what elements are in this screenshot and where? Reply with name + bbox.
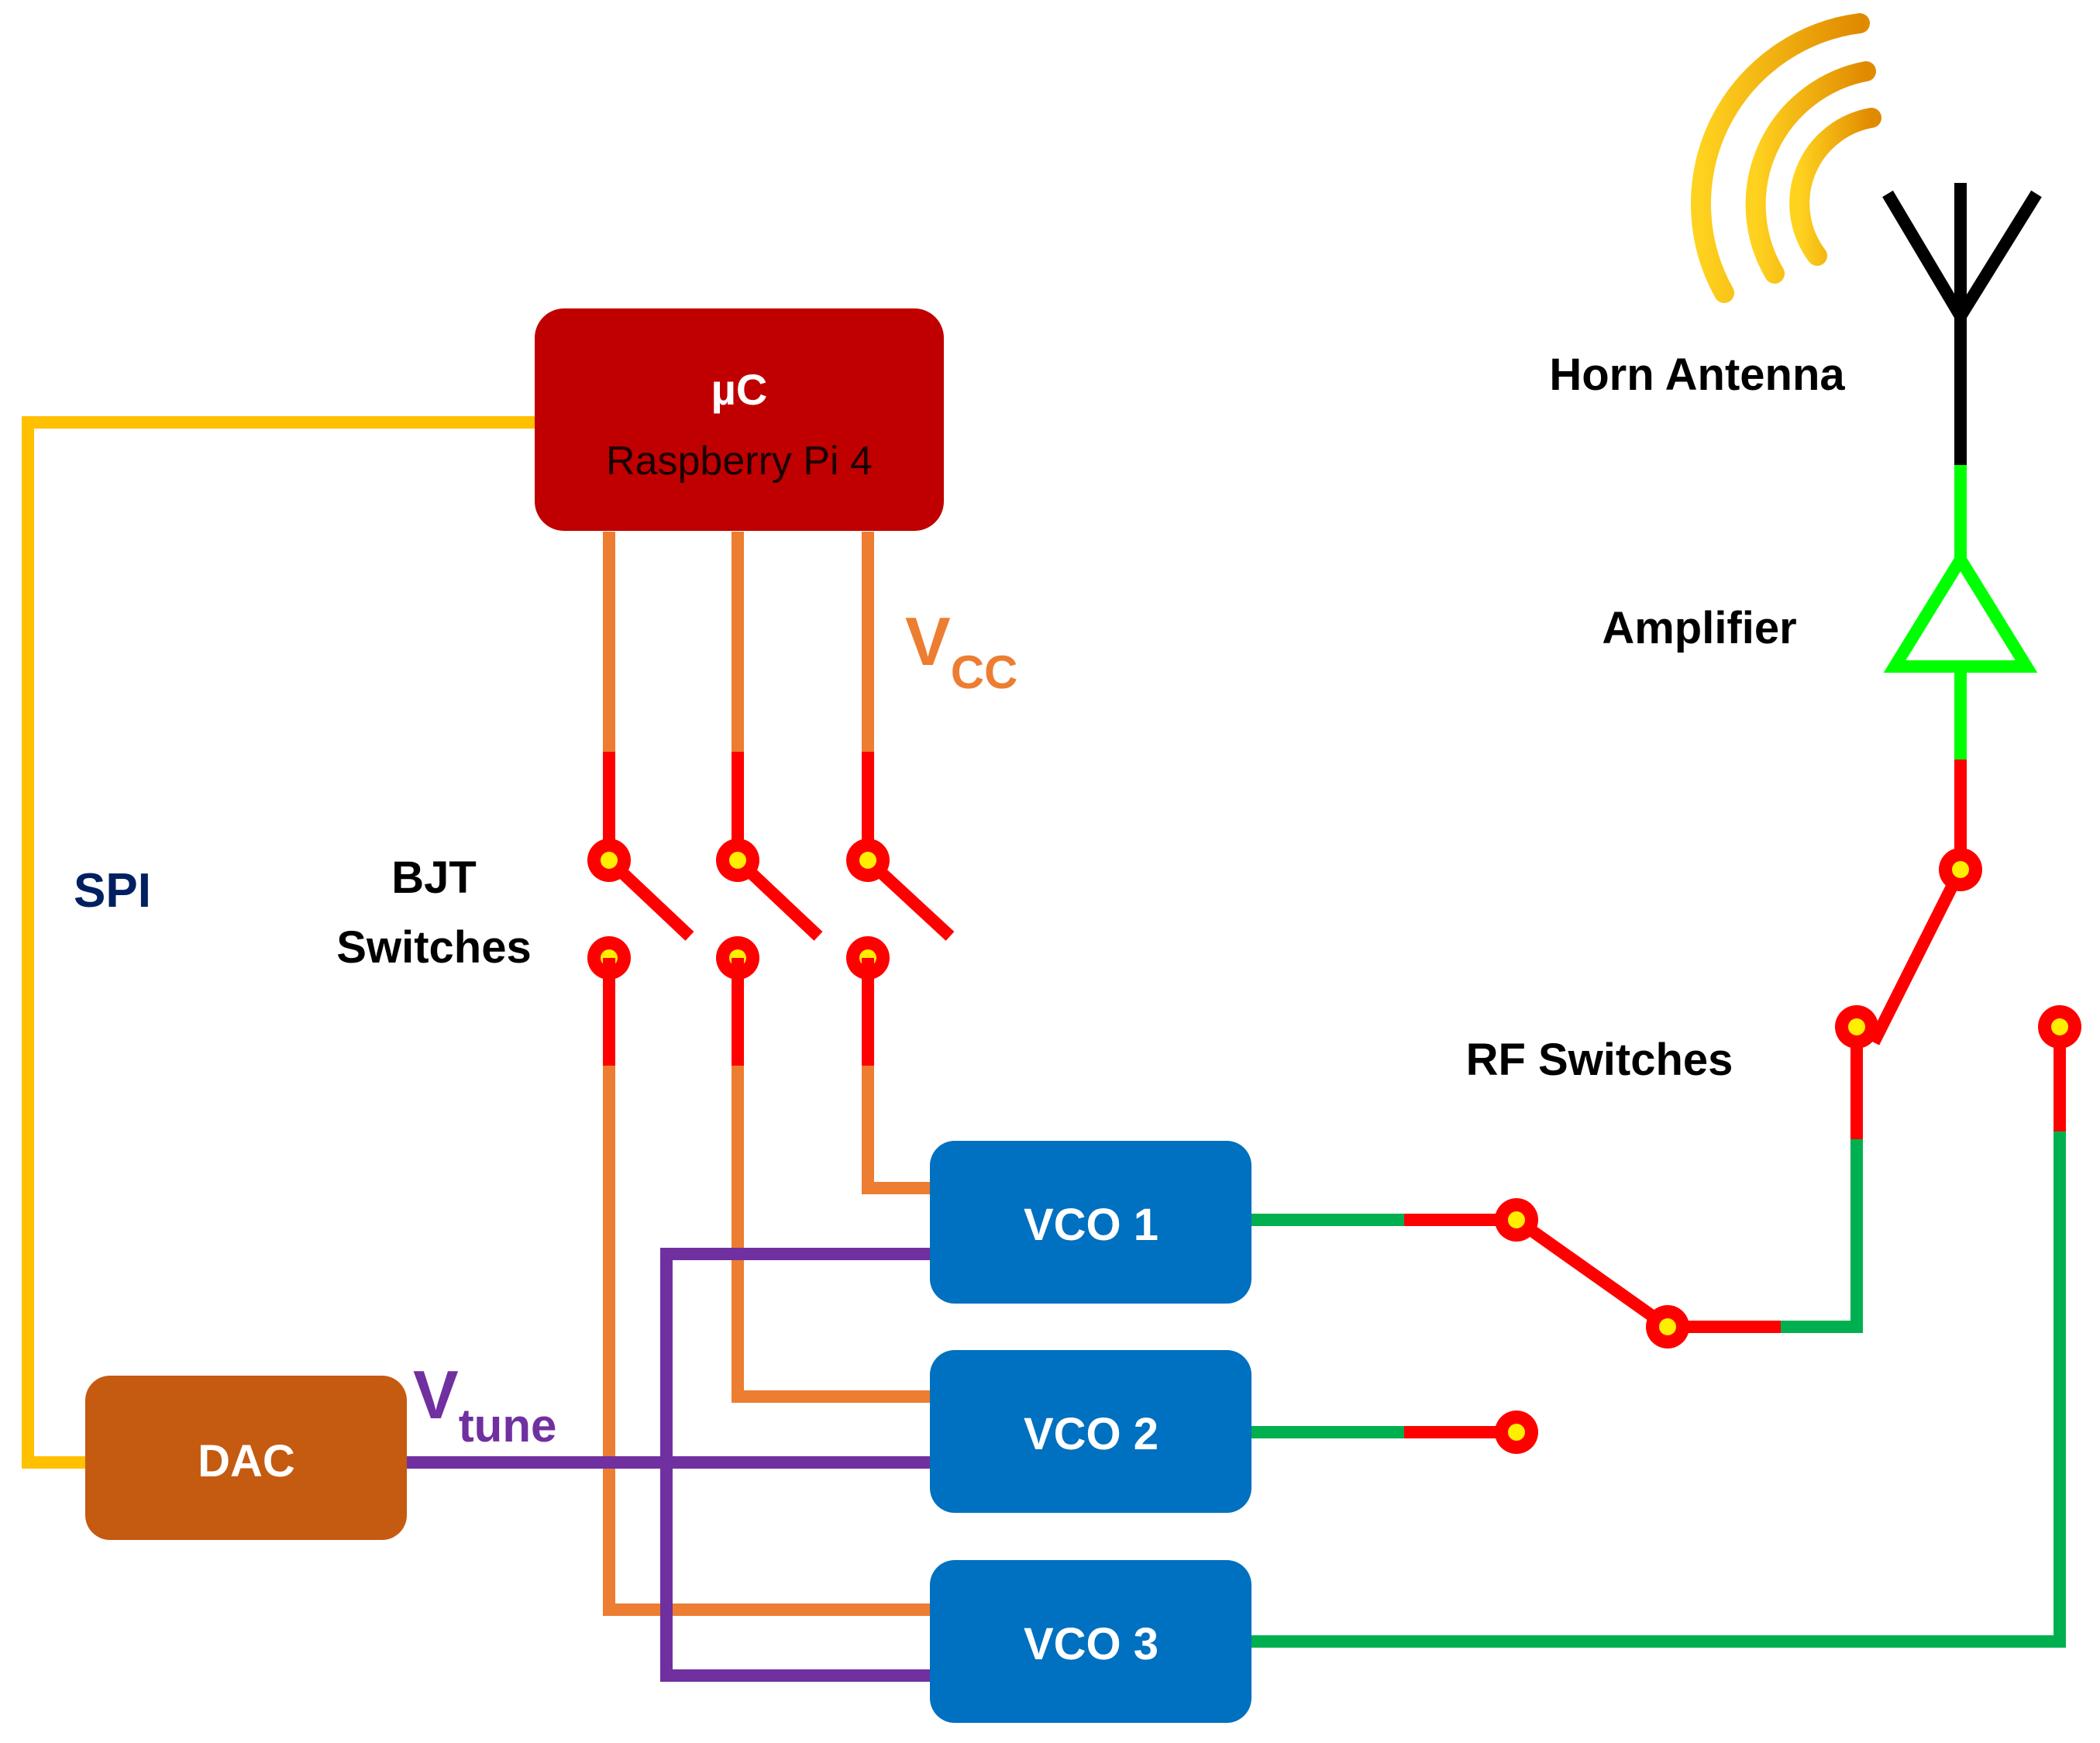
vcc-label-sub: CC	[951, 646, 1018, 698]
vtune-label-sub: tune	[459, 1400, 557, 1452]
antenna-icon	[1882, 183, 2042, 465]
rf-switch-2	[1835, 760, 2081, 1049]
rf-switches-label: RF Switches	[1466, 1035, 1733, 1085]
dac-label: DAC	[198, 1436, 295, 1486]
spi-wire	[22, 416, 535, 1469]
rf-switch-1	[1495, 1027, 1863, 1454]
vtune-label-main: V	[413, 1356, 459, 1433]
vcc-to-vco-wires	[603, 1066, 934, 1616]
vco2-label: VCO 2	[1024, 1409, 1158, 1459]
bjt-label-line2: Switches	[336, 922, 531, 973]
bjt-label-line1: BJT	[391, 853, 477, 903]
microcontroller-block: µC Raspberry Pi 4	[535, 308, 944, 531]
amplifier-label: Amplifier	[1602, 603, 1796, 653]
radio-waves-icon	[1691, 13, 1881, 303]
vcc-label-main: V	[905, 603, 951, 680]
rf-wires	[1248, 1027, 2066, 1648]
amplifier-symbol	[1883, 465, 2038, 760]
vco1-label: VCO 1	[1024, 1200, 1158, 1250]
dac-block: DAC	[85, 1376, 407, 1540]
vco1-block: VCO 1	[930, 1141, 1251, 1304]
vtune-label: Vtune	[413, 1356, 556, 1452]
vco2-block: VCO 2	[930, 1350, 1251, 1513]
vcc-label: VCC	[905, 603, 1017, 698]
bjt-switch-2	[716, 752, 823, 1066]
vcc-wires	[603, 532, 874, 752]
uc-title: µC	[711, 365, 768, 414]
vco3-label: VCO 3	[1024, 1619, 1158, 1669]
bjt-switch-1	[587, 752, 694, 1066]
vtune-wires	[403, 1248, 934, 1682]
bjt-switch-3	[846, 752, 955, 1066]
vco3-block: VCO 3	[930, 1560, 1251, 1723]
spi-label: SPI	[74, 864, 151, 918]
uc-subtitle: Raspberry Pi 4	[606, 439, 873, 484]
horn-antenna-label: Horn Antenna	[1549, 350, 1845, 400]
